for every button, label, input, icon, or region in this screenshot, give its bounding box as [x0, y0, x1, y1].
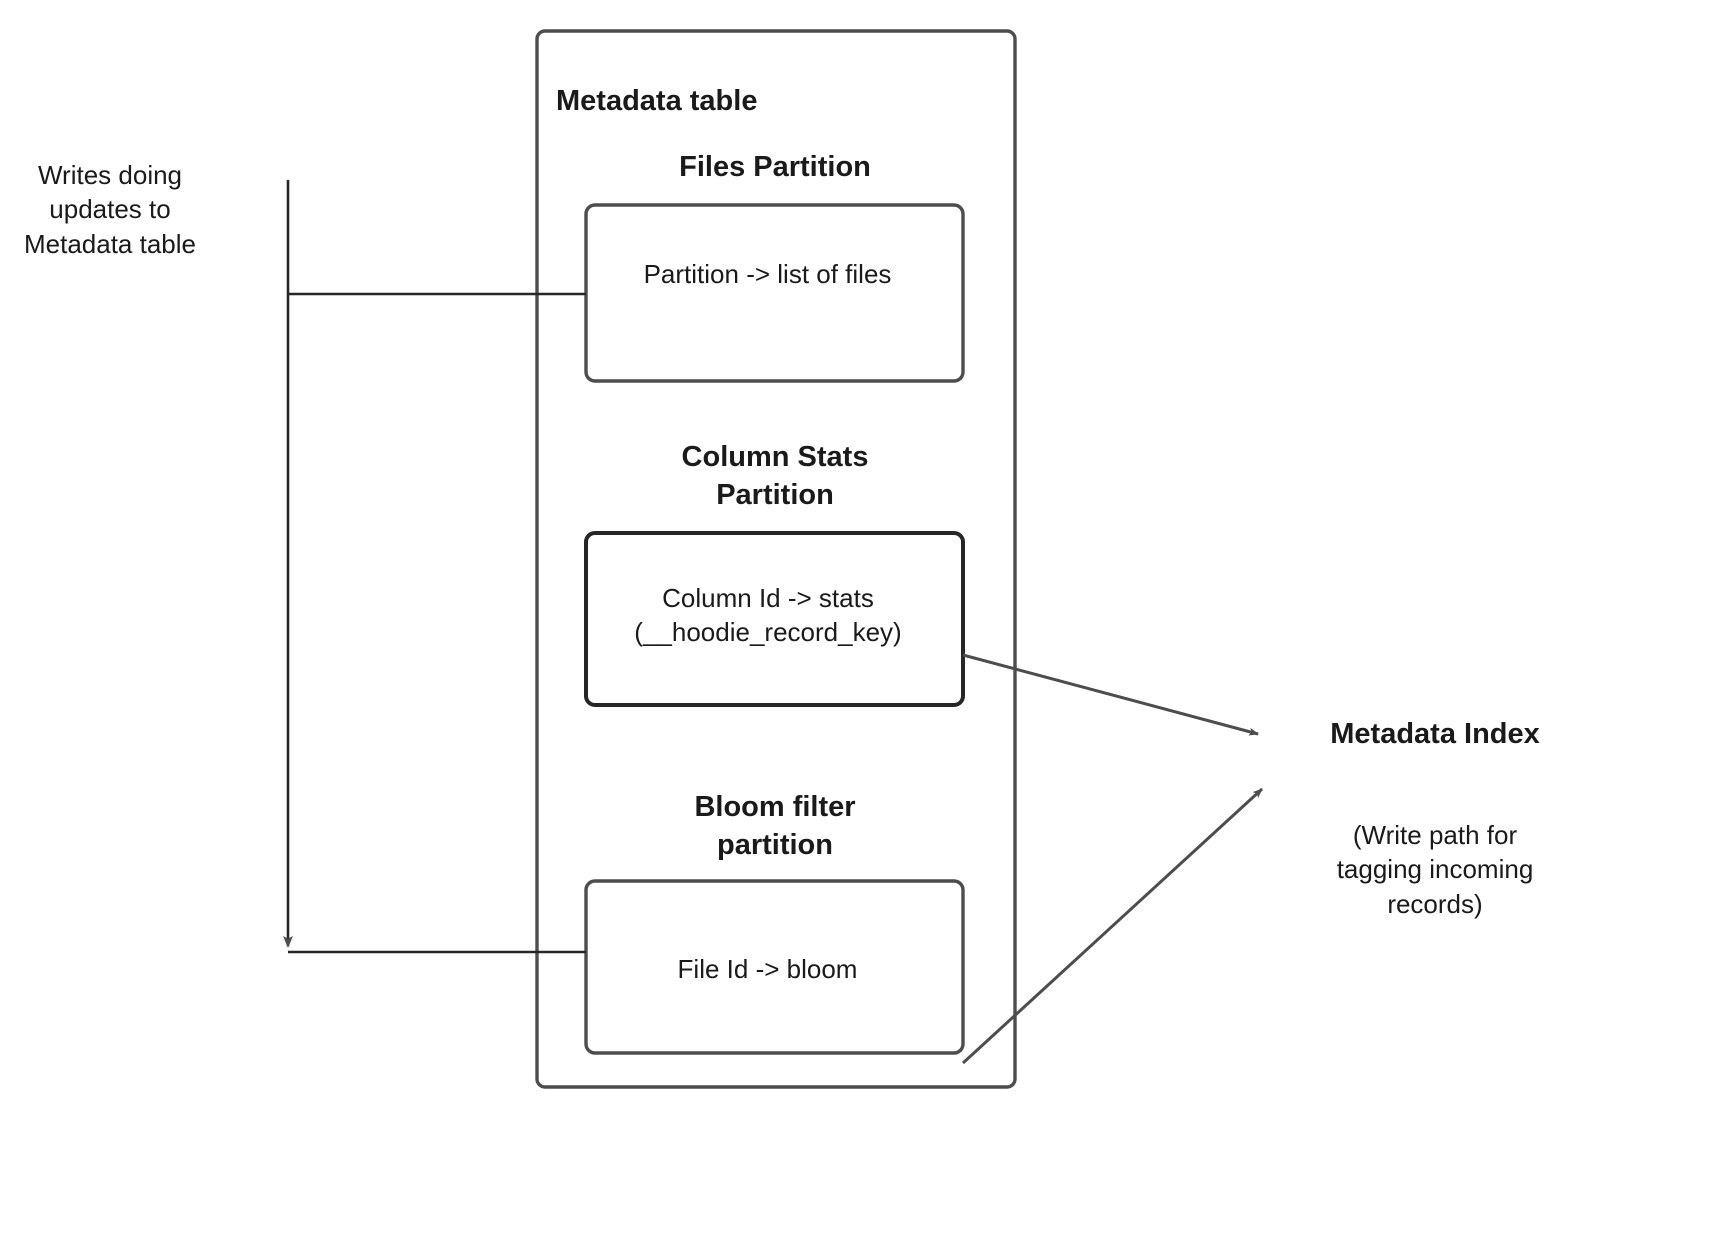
metadata-table-label: Metadata table	[556, 85, 758, 117]
bloom-filter-partition-heading: Bloom filter partition	[694, 791, 856, 862]
files-partition-box-label: Partition -> list of files	[643, 259, 892, 289]
bloom-filter-partition-box-label: File Id -> bloom	[677, 954, 858, 984]
files-partition-box	[584, 203, 965, 383]
arrow-bloom-to-index	[961, 787, 1264, 1065]
metadata-table-container	[535, 29, 1017, 1089]
column-stats-partition-heading: Column Stats Partition	[681, 441, 869, 512]
metadata-index-note: (Write path for tagging incoming records…	[1336, 820, 1534, 919]
metadata-index-label: Metadata Index	[1330, 718, 1540, 750]
files-partition-heading: Files Partition	[679, 151, 871, 183]
arrow-colstats-to-index	[962, 653, 1259, 736]
writes-updates-note: Writes doing updates to Metadata table	[23, 160, 196, 259]
column-stats-partition-box-label: Column Id -> stats (__hoodie_record_key)	[634, 583, 902, 648]
